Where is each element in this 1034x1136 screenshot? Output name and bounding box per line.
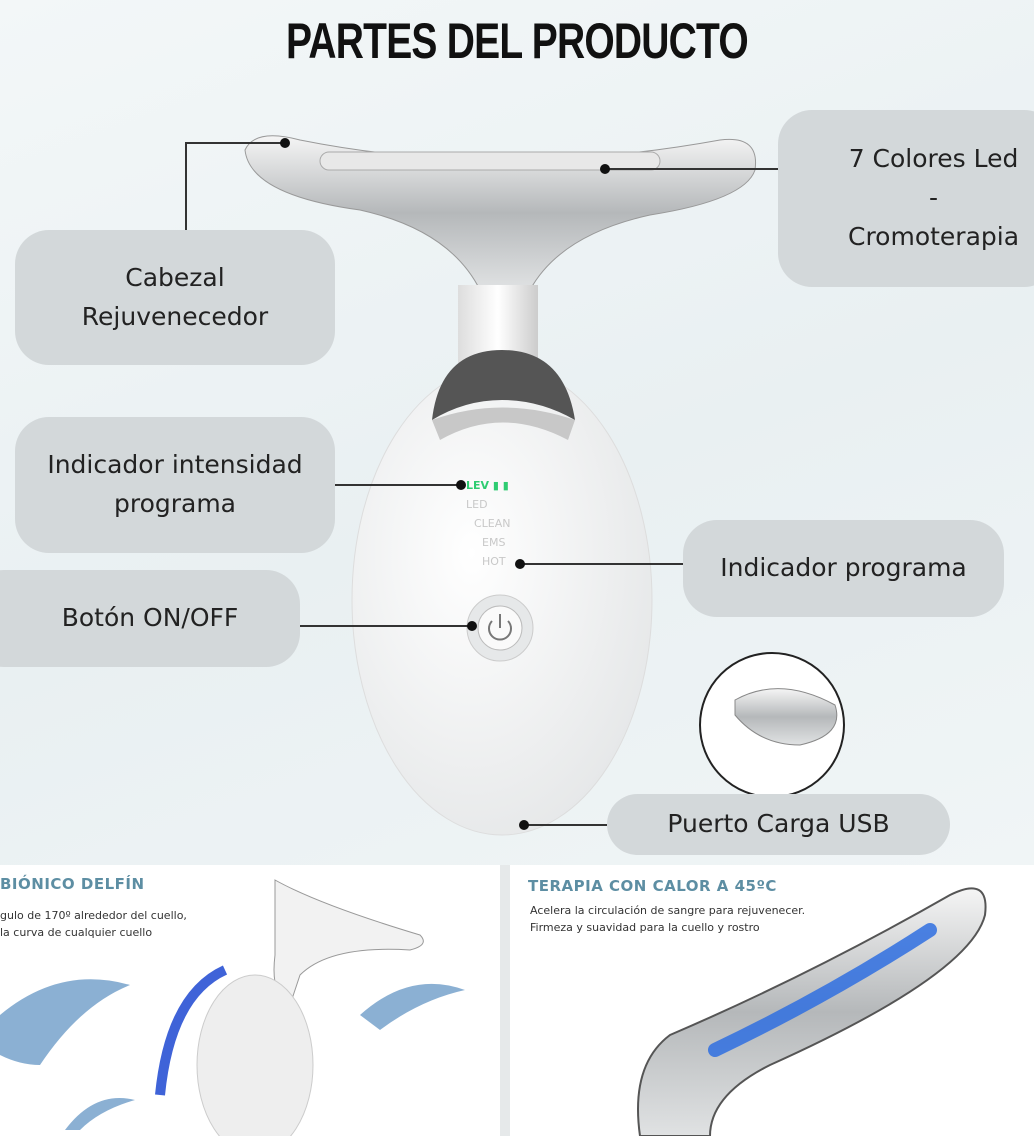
ems-label: EMS bbox=[482, 536, 506, 549]
led-strip bbox=[319, 151, 661, 171]
hot-label: HOT bbox=[482, 555, 506, 568]
led-label: LED bbox=[466, 498, 488, 511]
connector-dot bbox=[600, 164, 610, 174]
clean-label: CLEAN bbox=[474, 517, 511, 530]
level-indicator: LEV bbox=[466, 479, 490, 492]
connector-dot bbox=[467, 621, 477, 631]
connector-line bbox=[300, 625, 472, 627]
device-illustration bbox=[244, 135, 845, 836]
panel-heading: TERAPIA CON CALOR A 45ºC bbox=[528, 877, 777, 895]
connector-dot bbox=[280, 138, 290, 148]
power-icon bbox=[488, 620, 512, 641]
connector-dot bbox=[515, 559, 525, 569]
blue-led-strip bbox=[708, 923, 937, 1057]
panel-dolphin: BIÓNICO DELFÍN gulo de 170º alrededor de… bbox=[0, 865, 500, 1136]
connector-line bbox=[525, 824, 607, 826]
callout-colors: 7 Colores Led-Cromoterapia bbox=[778, 110, 1034, 287]
connector-line bbox=[185, 142, 187, 230]
connector-line bbox=[605, 168, 778, 170]
panel-text: Acelera la circulación de sangre para re… bbox=[530, 904, 806, 934]
page-title: PARTES DEL PRODUCTO bbox=[286, 13, 749, 69]
program-labels: LEV ▮ ▮ LED CLEAN EMS HOT bbox=[466, 476, 511, 571]
arrow-icon bbox=[155, 965, 228, 1096]
panel-text: gulo de 170º alrededor del cuello,la cur… bbox=[0, 909, 187, 939]
callout-power: Botón ON/OFF bbox=[0, 570, 300, 667]
callout-usb: Puerto Carga USB bbox=[607, 794, 950, 855]
dolphin-icon bbox=[360, 983, 465, 1030]
connector-line bbox=[185, 142, 285, 144]
connector-line bbox=[520, 563, 683, 565]
device-side-view bbox=[273, 879, 424, 1006]
callout-program: Indicador programa bbox=[683, 520, 1004, 617]
dolphin-icon bbox=[65, 1098, 135, 1130]
dolphin-icon bbox=[0, 979, 130, 1065]
divider bbox=[500, 865, 510, 1136]
panel-heat: TERAPIA CON CALOR A 45ºC Acelera la circ… bbox=[510, 865, 1034, 1136]
connector-dot bbox=[519, 820, 529, 830]
connector-line bbox=[335, 484, 462, 486]
panel-heading: BIÓNICO DELFÍN bbox=[0, 875, 145, 893]
connector-dot bbox=[456, 480, 466, 490]
